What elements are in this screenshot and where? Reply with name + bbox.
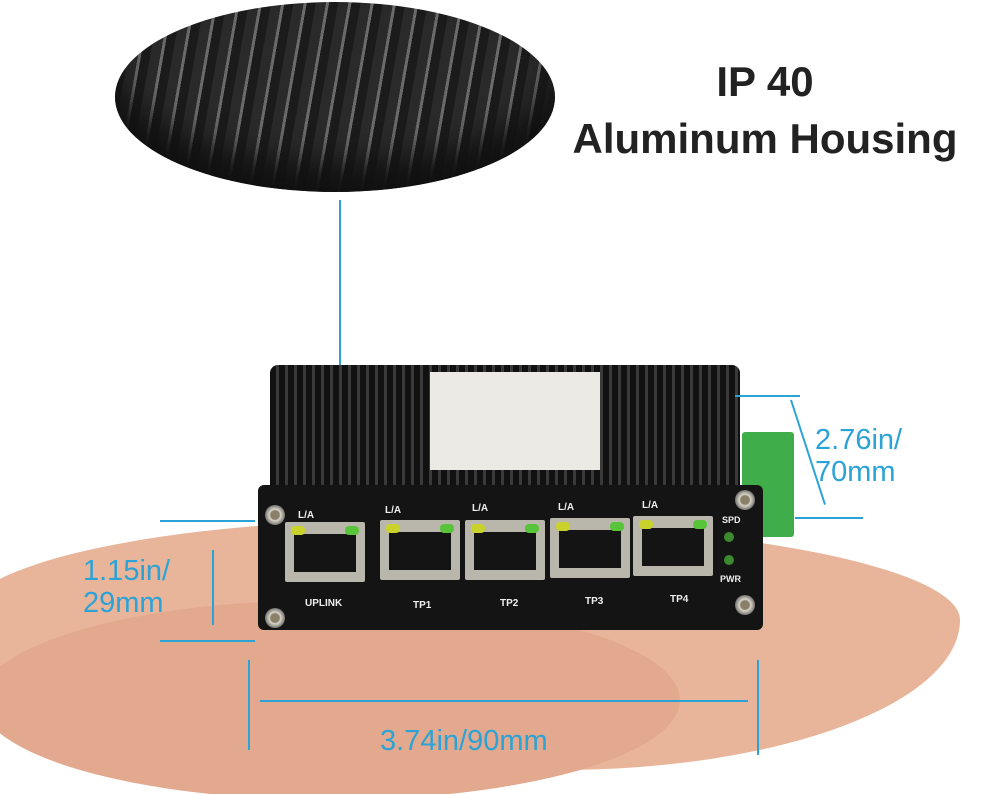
port-label: UPLINK <box>305 598 343 609</box>
port-label: TP1 <box>413 600 432 611</box>
dimension-line <box>260 700 748 702</box>
headline-housing: Aluminum Housing <box>572 115 958 162</box>
depth-inches: 2.76in/ <box>815 424 903 456</box>
headline-ip-rating: IP 40 <box>716 58 814 105</box>
dimension-line <box>160 520 255 522</box>
rj45-port-tp4[interactable] <box>633 516 713 576</box>
hand-palm <box>0 600 680 794</box>
port-label: TP2 <box>500 598 519 609</box>
dimension-line <box>160 640 255 642</box>
callout-line <box>339 200 341 425</box>
port-label: TP4 <box>670 594 689 605</box>
dimension-line <box>795 517 863 519</box>
dimension-line <box>212 550 214 625</box>
led-label: L/A <box>298 510 315 521</box>
status-led-label: PWR <box>720 574 741 584</box>
rj45-port-tp1[interactable] <box>380 520 460 580</box>
pwr-led <box>724 555 734 565</box>
height-mm: 29mm <box>83 587 164 619</box>
led-label: L/A <box>385 505 402 516</box>
led-label: L/A <box>558 502 575 513</box>
height-inches: 1.15in/ <box>83 555 171 587</box>
rj45-port-tp2[interactable] <box>465 520 545 580</box>
screw-icon <box>265 505 285 525</box>
rj45-port-tp3[interactable] <box>550 518 630 578</box>
led-label: L/A <box>642 500 659 511</box>
screw-icon <box>735 595 755 615</box>
port-label: TP3 <box>585 596 604 607</box>
spd-led <box>724 532 734 542</box>
heatsink-closeup-photo <box>115 2 555 192</box>
dimension-line <box>757 660 759 755</box>
screw-icon <box>265 608 285 628</box>
screw-icon <box>735 490 755 510</box>
rj45-port-uplink[interactable] <box>285 522 365 582</box>
product-label-sticker <box>430 372 600 470</box>
dimension-line <box>735 395 800 397</box>
depth-mm: 70mm <box>815 456 896 488</box>
dimension-line <box>248 660 250 750</box>
led-label: L/A <box>472 503 489 514</box>
width-dimension: 3.74in/90mm <box>380 725 548 757</box>
status-led-label: SPD <box>722 515 741 525</box>
